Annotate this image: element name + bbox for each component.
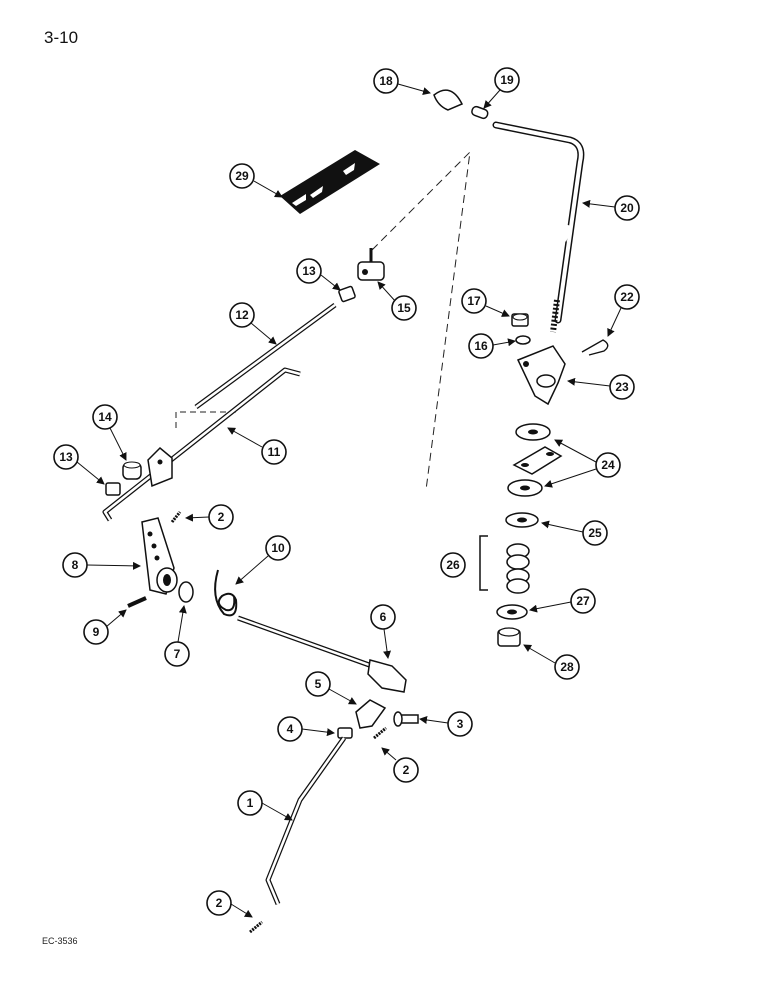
callout-label: 23 [615, 380, 629, 394]
callout-3: 3 [419, 711, 473, 737]
decal-part-29 [280, 150, 380, 214]
page-number: 3-10 [44, 28, 79, 47]
nut-part-13-lower [105, 482, 121, 496]
callout-13-upper: 13 [296, 258, 341, 291]
cotter-part-2-top [170, 511, 182, 523]
callout-11: 11 [227, 427, 287, 465]
callout-6: 6 [370, 604, 396, 659]
callout-label: 2 [403, 763, 410, 777]
callout-label: 27 [576, 594, 590, 608]
callout-label: 24 [601, 458, 615, 472]
washer-part-7 [178, 581, 194, 603]
rod-part-11 [102, 367, 301, 522]
callout-1: 1 [237, 790, 293, 821]
callout-label: 5 [315, 677, 322, 691]
callout-28: 28 [523, 644, 580, 680]
callout-10: 10 [235, 535, 291, 585]
callout-label: 17 [467, 294, 481, 308]
callout-2-top: 2 [185, 504, 234, 530]
callout-label: 12 [235, 308, 249, 322]
callout-label: 4 [287, 722, 294, 736]
bracket-26 [479, 535, 488, 591]
lever-part-23 [516, 345, 566, 406]
callout-label: 18 [379, 74, 393, 88]
callout-label: 20 [620, 201, 634, 215]
callout-label: 16 [474, 339, 488, 353]
callout-label: 28 [560, 660, 574, 674]
callout-label: 8 [72, 558, 79, 572]
arm-part-8 [141, 517, 178, 595]
callout-4: 4 [277, 716, 335, 742]
pin-part-9 [127, 596, 147, 608]
callout-label: 15 [397, 301, 411, 315]
callout-14: 14 [92, 404, 127, 461]
nut-part-13-upper [338, 285, 356, 303]
knob-part-18 [433, 89, 464, 111]
callout-label: 29 [235, 169, 249, 183]
swivel-part-15 [357, 248, 385, 281]
callout-26: 26 [440, 552, 466, 578]
callout-label: 25 [588, 526, 602, 540]
callout-19: 19 [483, 67, 520, 109]
clip-part-22 [581, 339, 609, 356]
shaft-part-6 [237, 615, 407, 693]
washer-part-16 [515, 335, 531, 345]
cotter-part-2-mid [373, 726, 387, 740]
callout-18: 18 [373, 68, 431, 95]
clevis-part-5 [355, 699, 387, 729]
callout-25: 25 [541, 520, 608, 546]
callout-27: 27 [529, 588, 596, 614]
rod-part-20 [492, 121, 585, 333]
callout-label: 3 [457, 717, 464, 731]
callout-label: 2 [218, 510, 225, 524]
callout-label: 13 [302, 264, 316, 278]
pin-part-3 [393, 711, 419, 727]
callout-label: 9 [93, 625, 100, 639]
callout-label: 10 [271, 541, 285, 555]
washer-stack [496, 423, 563, 647]
callout-label: 14 [98, 410, 112, 424]
callout-label: 1 [247, 796, 254, 810]
callout-label: 19 [500, 73, 514, 87]
dashed-assembly-line [371, 150, 471, 491]
rod-part-1 [265, 736, 347, 905]
callout-29: 29 [229, 163, 283, 198]
cotter-part-2-bottom [249, 920, 263, 934]
callout-9: 9 [83, 609, 127, 645]
dashed-link-line [175, 411, 240, 428]
callout-2-mid: 2 [381, 747, 419, 783]
callout-label: 7 [174, 647, 181, 661]
callout-20: 20 [582, 195, 640, 221]
callout-2-bottom: 2 [206, 890, 253, 918]
callout-label: 13 [59, 450, 73, 464]
callout-24: 24 [544, 439, 621, 488]
callout-label: 11 [268, 445, 281, 459]
bushing-part-14 [122, 461, 142, 480]
callout-12: 12 [229, 302, 277, 345]
callouts: 1 2 2 2 3 4 5 6 7 8 9 10 11 12 13 13 14 … [53, 67, 640, 918]
callout-7: 7 [164, 605, 190, 667]
sleeve-part-19 [471, 105, 489, 120]
callout-15: 15 [377, 281, 417, 321]
callout-8: 8 [62, 552, 141, 578]
callout-13-lower: 13 [53, 444, 105, 485]
callout-label: 22 [620, 290, 634, 304]
callout-22: 22 [607, 284, 640, 337]
callout-label: 6 [380, 610, 387, 624]
nut-part-17 [511, 313, 529, 327]
callout-label: 26 [446, 558, 460, 572]
callout-23: 23 [567, 374, 635, 400]
callout-label: 2 [216, 896, 223, 910]
callout-16: 16 [468, 333, 516, 359]
callout-17: 17 [461, 288, 510, 317]
nut-part-4 [337, 727, 353, 739]
callout-5: 5 [305, 671, 357, 705]
figure-code: EC-3536 [42, 936, 78, 946]
spring-part-10 [214, 569, 238, 617]
